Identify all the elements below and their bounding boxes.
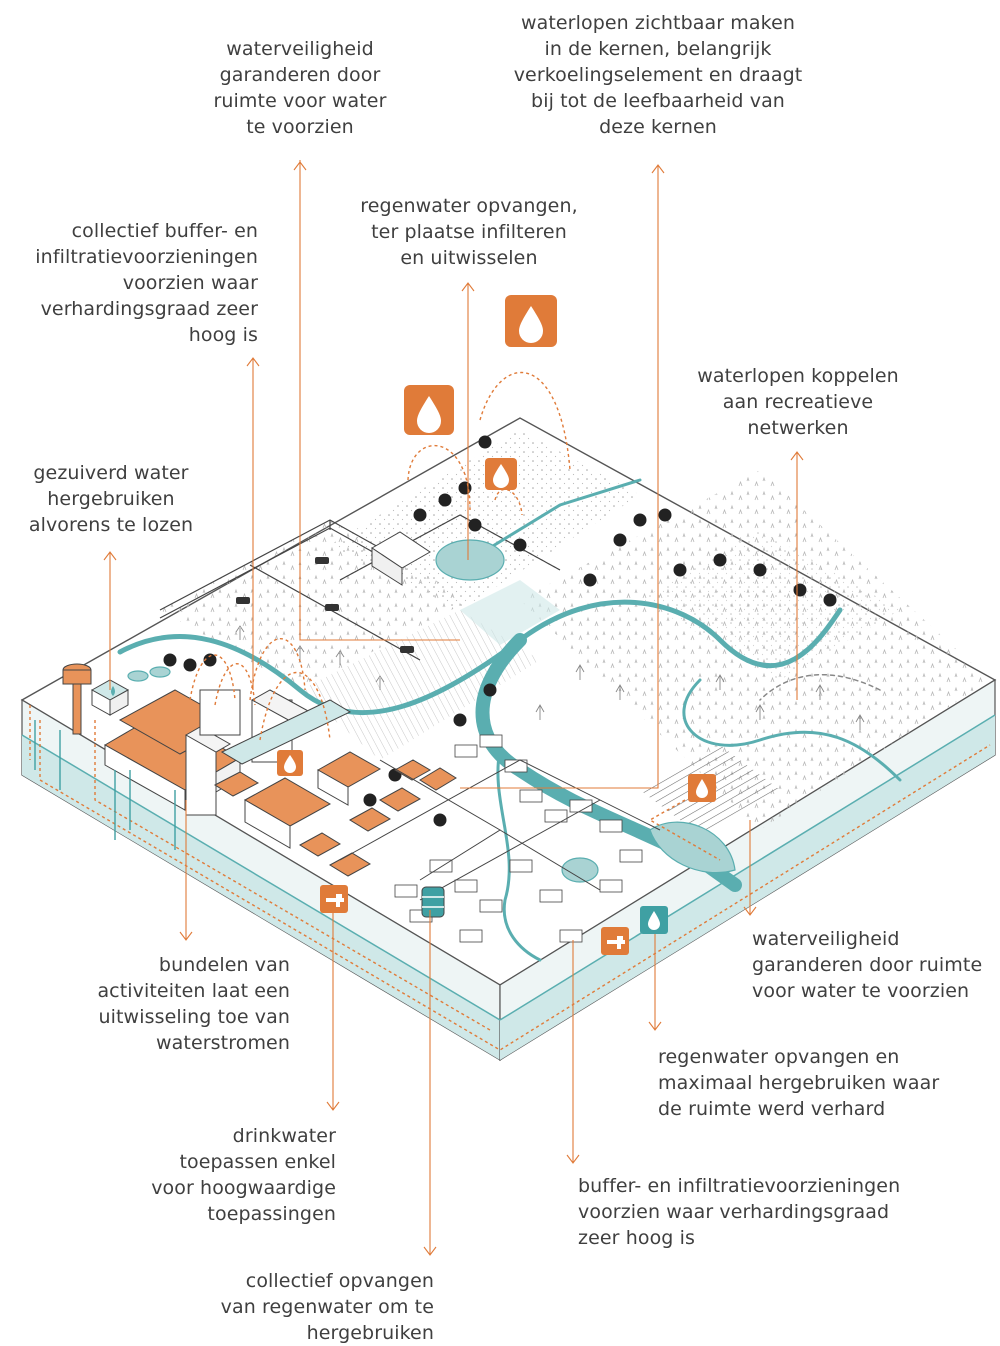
annotation-collective-rainwater: collectief opvangen van regenwater om te… <box>220 1270 434 1344</box>
cow-icon <box>236 557 414 653</box>
water-tower-icon <box>62 663 92 735</box>
annotation-buffer-infiltration: buffer- en infiltratievoorzieningen voor… <box>578 1175 901 1249</box>
tree-rows <box>163 435 865 827</box>
water-drop-icon <box>485 458 517 490</box>
annotation-water-safety-top: waterveiligheid garanderen door ruimte v… <box>213 38 387 138</box>
water-drop-icon <box>277 750 303 776</box>
annotation-water-safety-right: waterveiligheid garanderen door ruimte v… <box>752 928 983 1002</box>
rain-barrel-icon <box>421 886 445 918</box>
industrial-buildings <box>103 531 431 849</box>
annotation-leaders <box>103 160 804 1256</box>
annotation-rainwater-reuse: regenwater opvangen en maximaal hergebru… <box>658 1046 940 1120</box>
annotation-purified-water: gezuiverd water hergebruiken alvorens te… <box>28 462 194 536</box>
housing-blocks <box>394 734 643 943</box>
water-drop-icon <box>640 906 668 934</box>
water-tap-icon <box>320 885 348 913</box>
water-drop-icon <box>404 385 454 435</box>
water-drop-icon <box>505 295 557 347</box>
residential-houses <box>213 759 457 877</box>
water-pipes <box>34 720 176 850</box>
annotation-bundle-activities: bundelen van activiteiten laat een uitwi… <box>97 954 290 1054</box>
retention-ponds <box>127 539 736 883</box>
water-drop-icon <box>688 774 716 802</box>
annotation-rainwater-infiltrate: regenwater opvangen, ter plaatse infilte… <box>360 195 578 269</box>
water-tap-icon <box>601 927 629 955</box>
annotation-visible-waterways: waterlopen zichtbaar maken in de kernen,… <box>513 12 803 138</box>
annotation-collective-buffer: collectief buffer- en infiltratievoorzie… <box>35 220 258 346</box>
annotation-recreational-networks: waterlopen koppelen aan recreatieve netw… <box>697 365 899 439</box>
town-streets <box>339 759 661 901</box>
annotation-drinking-water: drinkwater toepassen enkel voor hoogwaar… <box>151 1125 336 1225</box>
